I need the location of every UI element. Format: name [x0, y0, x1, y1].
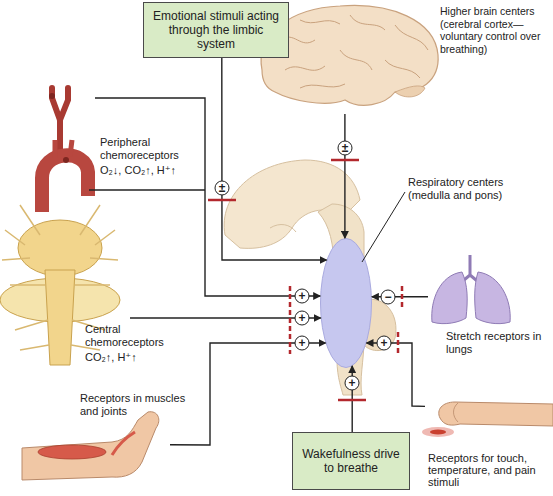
site-label: CO₂↑, H⁺↑: [85, 351, 185, 364]
chemoreceptor-site: Central chemoreceptorsCO₂↑, H⁺↑: [0, 195, 130, 365]
center-ellipse-shape: [321, 239, 372, 368]
signal-arrow: [130, 317, 321, 318]
block-bar: [401, 286, 404, 308]
block-bar: [338, 399, 366, 402]
skin-receptor: Receptors for touch, temperature, and pa…: [425, 392, 553, 440]
sign-circle: [338, 141, 352, 155]
block-bar: [331, 159, 359, 162]
muscle-receptor: Receptors in muscles and joints: [20, 425, 170, 480]
sign-label: ±: [338, 141, 352, 155]
sign-circle: [381, 290, 395, 304]
drive-box: Wakefulness drive to breathe: [292, 432, 410, 490]
site-label: Higher brain centers (cerebral cortex—vo…: [440, 5, 552, 55]
brain-region: Higher brain centers (cerebral cortex—vo…: [255, 2, 440, 114]
signal-arrow: [352, 366, 353, 432]
block-bar: [397, 332, 400, 356]
sign-label: −: [381, 290, 395, 304]
sign-circle: [345, 376, 359, 390]
lung-illustration: [432, 255, 510, 324]
signal-arrow: [344, 114, 345, 238]
arm-illustration: [22, 412, 159, 480]
site-label: Central chemoreceptors: [85, 323, 185, 349]
brainstem-illustration: [224, 160, 396, 395]
signal-arrow: [170, 343, 326, 445]
stimulus-box: Emotional stimuli acting through the lim…: [143, 2, 289, 58]
sign-circle: [295, 289, 309, 303]
site-label: Receptors for touch, temperature, and pa…: [428, 452, 550, 488]
sign-label: +: [295, 311, 309, 325]
signal-arrow: [95, 98, 320, 296]
sign-label: +: [345, 376, 359, 390]
center-ellipse: [320, 238, 372, 368]
sign-label: +: [377, 336, 391, 350]
site-label: Peripheral chemoreceptors: [100, 136, 205, 162]
site-label: Respiratory centers (medulla and pons): [408, 176, 520, 202]
block-bar: [289, 286, 292, 354]
sign-circle: [215, 181, 229, 195]
signal-arrow: [222, 58, 327, 260]
chemoreceptor-site: Peripheral chemoreceptorsO₂↓, CO₂↑, H⁺↑: [15, 88, 95, 213]
sign-circle: [295, 336, 309, 350]
sign-label: +: [295, 336, 309, 350]
site-label: O₂↓, CO₂↑, H⁺↑: [100, 164, 205, 177]
sign-label: +: [295, 289, 309, 303]
box-label: Emotional stimuli acting through the lim…: [149, 9, 283, 51]
site-label: Stretch receptors in lungs: [446, 330, 546, 356]
sign-label: ±: [215, 181, 229, 195]
signal-arrow: [367, 343, 426, 406]
block-bar: [208, 199, 236, 202]
respiratory-center: Respiratory centers (medulla and pons): [320, 238, 372, 368]
artery-illustration: [42, 88, 88, 212]
sign-circle: [295, 311, 309, 325]
signal-arrow: [372, 296, 428, 297]
sign-circle: [377, 336, 391, 350]
finger-illustration: [422, 402, 553, 437]
box-label: Wakefulness drive to breathe: [298, 447, 404, 475]
site-label: Receptors in muscles and joints: [80, 392, 205, 418]
branch-line: [89, 189, 205, 190]
lung-receptor: Stretch receptors in lungs: [428, 255, 513, 327]
leader-line: [362, 192, 405, 262]
